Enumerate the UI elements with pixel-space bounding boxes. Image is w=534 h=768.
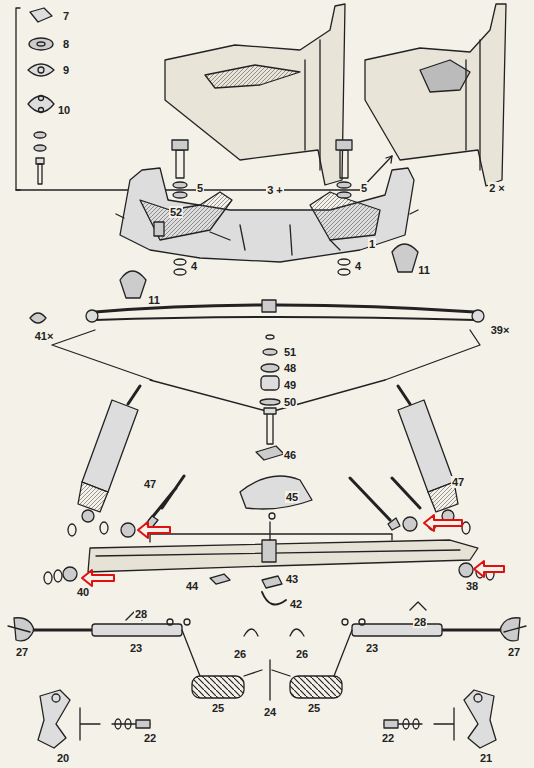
- callout-number: 42: [289, 598, 303, 610]
- callout-number: 5: [196, 182, 204, 194]
- callout-number: 11: [147, 294, 161, 306]
- callout-number: 49: [283, 379, 297, 391]
- callout-number: 40: [76, 586, 90, 598]
- callout-number: 4: [354, 260, 362, 272]
- callout-number: 7: [62, 10, 70, 22]
- tie-rod: [8, 602, 526, 700]
- callout-number: 24: [263, 706, 277, 718]
- callout-number: 43: [285, 573, 299, 585]
- callout-number: 41×: [34, 330, 55, 342]
- callout-number: 20: [56, 752, 70, 764]
- callout-number: 26: [233, 648, 247, 660]
- steering-arm: [38, 690, 496, 748]
- callout-number: 39×: [490, 324, 511, 336]
- callout-number: 46: [283, 449, 297, 461]
- callout-number: 26: [295, 648, 309, 660]
- callout-number: 10: [57, 104, 71, 116]
- callout-number: 44: [185, 580, 199, 592]
- torsion-arm: [44, 517, 494, 605]
- bolt: [144, 476, 420, 530]
- callout-number: 27: [507, 646, 521, 658]
- callout-number: 45: [285, 491, 299, 503]
- callout-number: 4: [190, 260, 198, 272]
- callout-number: 28: [413, 616, 427, 628]
- callout-number: 52: [169, 206, 183, 218]
- callout-number: 8: [62, 38, 70, 50]
- callout-number: 25: [211, 702, 225, 714]
- highlight-arrow: [82, 515, 504, 586]
- callout-number: 3 +: [266, 184, 284, 196]
- callout-number: 9: [62, 64, 70, 76]
- callout-number: 38: [465, 580, 479, 592]
- callout-number: 27: [15, 646, 29, 658]
- callout-number: 21: [479, 752, 493, 764]
- callout-number: 23: [365, 642, 379, 654]
- callout-number: 48: [283, 362, 297, 374]
- callout-number: 51: [283, 346, 297, 358]
- callout-number: 25: [307, 702, 321, 714]
- callout-number: 22: [381, 732, 395, 744]
- body-section: [165, 4, 506, 186]
- shock-absorber: [78, 386, 458, 522]
- callout-number: 50: [283, 396, 297, 408]
- callout-number: 11: [417, 264, 431, 276]
- callout-number: 47: [451, 476, 465, 488]
- callout-number: 2 ×: [488, 182, 506, 194]
- callout-number: 47: [143, 478, 157, 490]
- center-mount: [150, 335, 385, 519]
- axle-carrier: [116, 140, 418, 298]
- callout-number: 28: [134, 608, 148, 620]
- callout-number: 5: [360, 182, 368, 194]
- stabilizer-bar: [30, 300, 484, 380]
- callout-number: 22: [143, 732, 157, 744]
- callout-number: 1: [368, 238, 376, 250]
- callout-number: 23: [129, 642, 143, 654]
